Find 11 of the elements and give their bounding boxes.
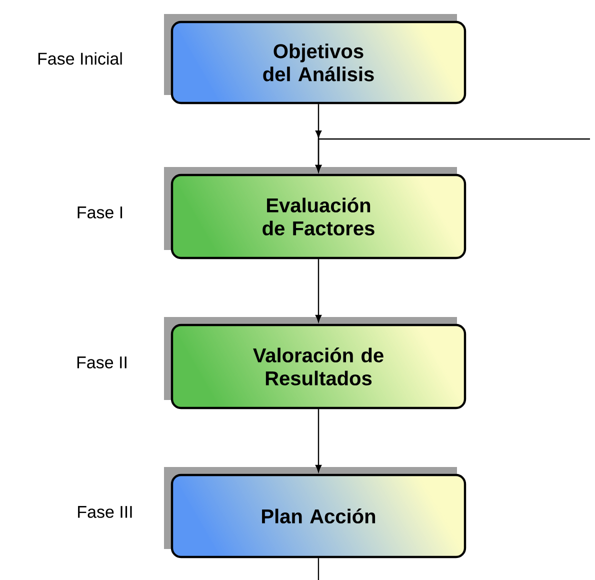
process-box: Evaluación de Factores [170,174,466,260]
arrow [315,130,590,172]
process-box: Plan Acción [170,474,466,558]
phase-label: Fase I [78,206,122,218]
process-box: Valoración de Resultados [170,324,466,410]
process-box: Objetivos del Análisis [170,20,466,104]
phase-label: Fase Inicial [38,52,122,65]
arrow [315,259,322,322]
arrow [315,409,322,472]
phase-label: Fase II [77,356,126,368]
phase-label: Fase III [78,506,132,518]
